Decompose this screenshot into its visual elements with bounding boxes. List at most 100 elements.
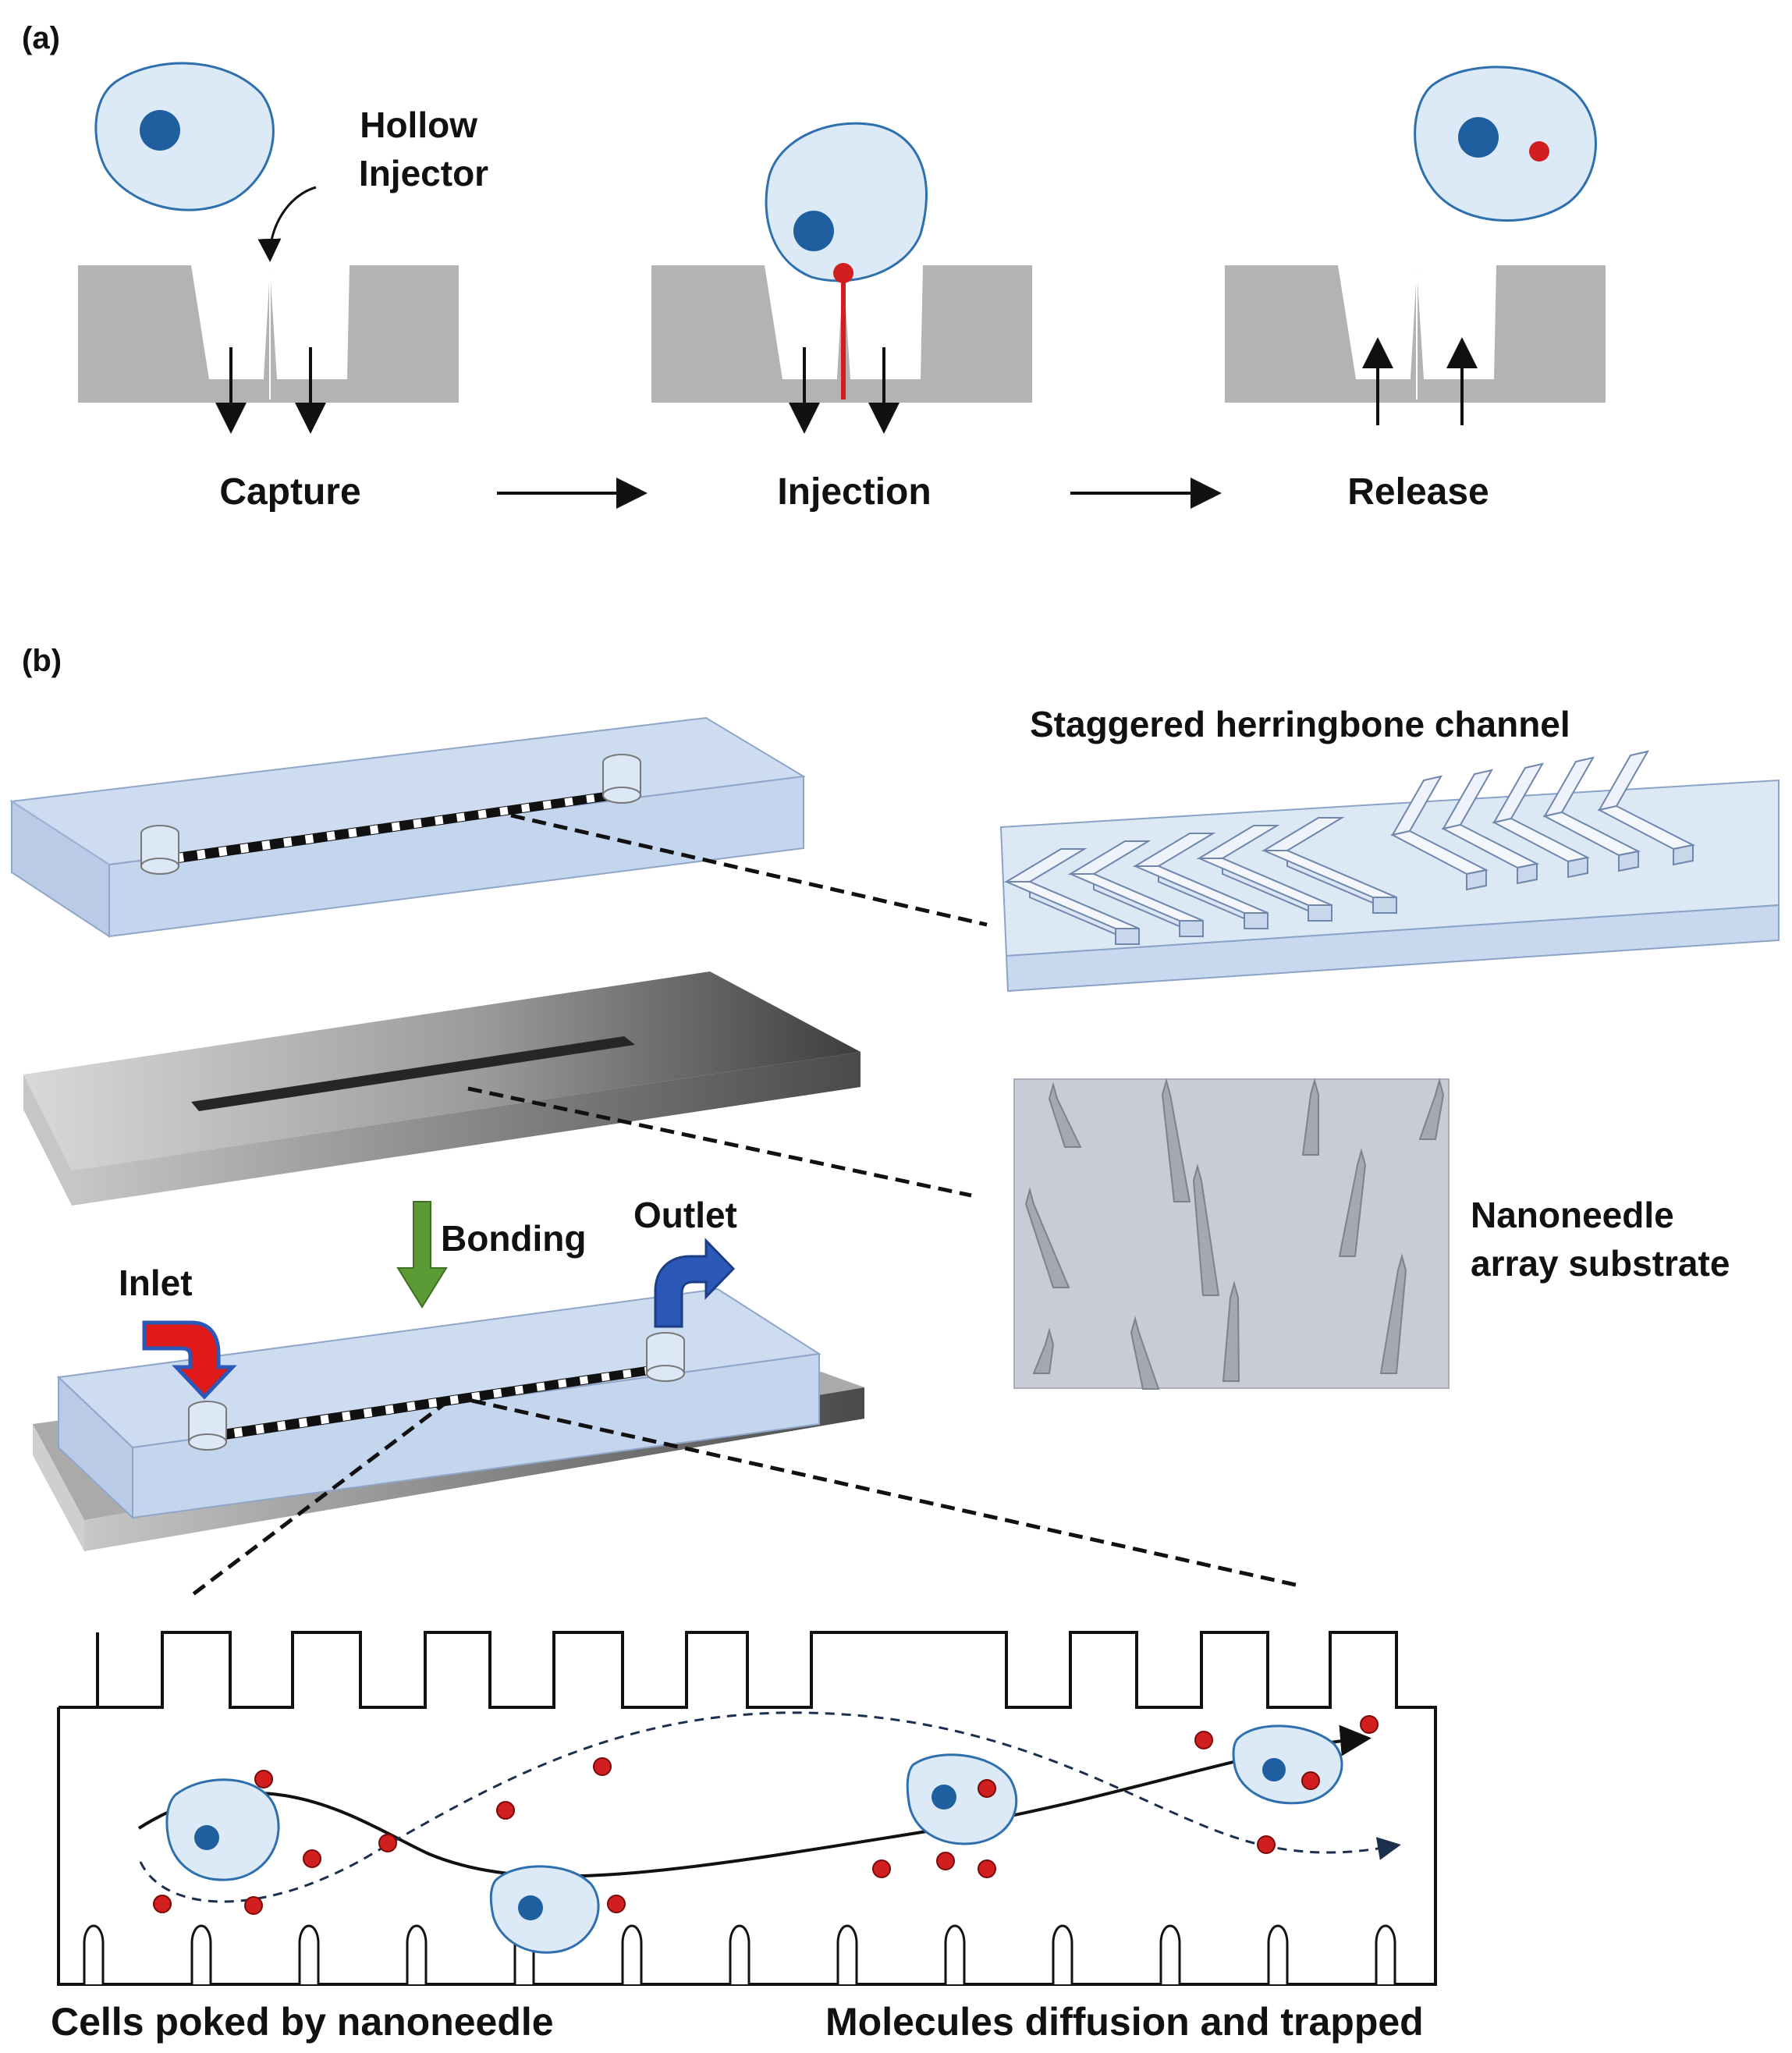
molecule: [153, 1895, 172, 1913]
bonding-label: Bonding: [441, 1218, 587, 1259]
molecule: [303, 1849, 321, 1868]
bonded-inlet-port: [188, 1401, 227, 1451]
molecule: [872, 1859, 891, 1878]
herringbone-rib: [1003, 848, 1140, 946]
bonded-outlet-port: [646, 1332, 685, 1382]
cross-section-outline: [57, 1631, 1437, 1986]
caption-cells-poked: Cells poked by nanoneedle: [51, 2000, 554, 2044]
hollow-label-line1: Hollow: [360, 105, 477, 145]
molecule: [378, 1834, 397, 1852]
release-molecule: [1529, 141, 1549, 162]
nanoneedle-label: Nanoneedle array substrate: [1471, 1195, 1730, 1284]
herringbone-rib: [1196, 825, 1332, 922]
panel-a-label: (a): [22, 21, 60, 55]
cross-section-nanoneedle: [298, 1924, 320, 1984]
cell-2: [489, 1865, 600, 1954]
herringbone-zoom-line: [510, 813, 988, 927]
nanoneedle: [1048, 1082, 1082, 1148]
nanoneedle: [1024, 1187, 1070, 1288]
herringbone-rib: [1132, 833, 1269, 930]
step-injection-label: Injection: [777, 471, 931, 513]
cross-section-nanoneedle: [729, 1924, 751, 1984]
molecule: [593, 1757, 612, 1776]
herringbone-rib: [1067, 840, 1204, 938]
herringbone-rib: [1597, 750, 1696, 866]
herringbone-rib: [1542, 756, 1641, 872]
capture-nucleus: [140, 110, 180, 151]
nanoneedle: [1222, 1280, 1240, 1382]
cross-section-nanoneedle: [190, 1924, 212, 1984]
panel-b-label: (b): [22, 644, 62, 678]
molecule: [607, 1895, 626, 1913]
channel-cross-section: [57, 1631, 1437, 1986]
cross-section-nanoneedle: [1267, 1924, 1289, 1984]
pdms-chip: [9, 716, 806, 938]
hollow-label-line2: Injector: [359, 153, 488, 194]
nanoneedle-zoom-line: [467, 1086, 972, 1198]
nanoneedle-label-line1: Nanoneedle: [1471, 1195, 1674, 1235]
inlet-label: Inlet: [119, 1263, 193, 1303]
step-release-label: Release: [1347, 471, 1489, 513]
herringbone-channel-illustration: Staggered herringbone channel: [999, 704, 1780, 993]
cell-4-nucleus: [1262, 1758, 1286, 1781]
molecule: [936, 1852, 955, 1870]
top-outlet-port: [602, 754, 641, 804]
silicon-chip: [23, 971, 861, 1206]
cell-1-nucleus: [194, 1825, 219, 1850]
nanoneedle: [1192, 1163, 1220, 1296]
cross-section-nanoneedle: [1375, 1924, 1396, 1984]
step-capture-label: Capture: [219, 471, 360, 513]
herringbone-rib: [1492, 762, 1591, 879]
molecule: [1257, 1835, 1276, 1854]
cross-section-nanoneedles: [83, 1924, 1396, 1984]
herringbone-title: Staggered herringbone channel: [1030, 704, 1570, 744]
cross-section-nanoneedle: [83, 1924, 105, 1984]
callout-arrow: [257, 186, 317, 262]
release-nucleus: [1458, 117, 1499, 158]
molecule: [244, 1896, 263, 1915]
herringbone-rib: [1441, 769, 1540, 885]
cell-1: [165, 1778, 280, 1881]
cross-section-nanoneedle: [1159, 1924, 1181, 1984]
inlet-arrow: [142, 1320, 237, 1400]
cell-4: [1232, 1724, 1343, 1805]
nanoneedle: [1301, 1078, 1319, 1156]
cell-3-nucleus: [931, 1785, 956, 1810]
cross-section-nanoneedle: [621, 1924, 643, 1984]
cross-section-nanoneedle: [836, 1924, 858, 1984]
capture-stage: Hollow Injector Capture: [78, 62, 488, 513]
silicon-channel: [191, 1036, 635, 1111]
top-inlet-port: [140, 825, 179, 875]
nanoneedle: [1418, 1078, 1445, 1140]
release-cell: [1414, 66, 1597, 222]
nanoneedle: [1130, 1316, 1160, 1390]
molecule: [978, 1859, 996, 1878]
bonded-device: [33, 1288, 864, 1551]
cross-section-zoom-line-left: [190, 1399, 450, 1597]
cell-3: [906, 1753, 1018, 1845]
hollow-injector-label: Hollow Injector: [359, 105, 488, 194]
herringbone-rib: [1390, 775, 1489, 891]
solid-flow-streamline: [137, 1724, 1372, 1878]
caption-molecules-diffusion: Molecules diffusion and trapped: [825, 2000, 1424, 2044]
nanoneedles: [1024, 1078, 1445, 1390]
cross-section-zoom-line-right: [471, 1398, 1300, 1588]
injection-cell: [765, 122, 928, 282]
bonding-arrow: [396, 1201, 448, 1309]
release-stage: Release: [1225, 66, 1606, 513]
molecule: [1360, 1715, 1379, 1734]
injection-molecule: [833, 263, 853, 283]
cross-section-nanoneedle: [1052, 1924, 1073, 1984]
capture-cell: [94, 62, 275, 211]
nanoneedle-array-image: [1013, 1078, 1450, 1390]
outlet-label: Outlet: [633, 1195, 737, 1235]
nanoneedle-label-line2: array substrate: [1471, 1243, 1730, 1284]
molecule: [1301, 1771, 1320, 1790]
dashed-flow-streamline: [139, 1711, 1401, 1903]
outlet-arrow: [654, 1238, 736, 1328]
nanoneedle: [1379, 1253, 1407, 1374]
cross-section-nanoneedle: [406, 1924, 428, 1984]
cross-section-nanoneedle: [944, 1924, 966, 1984]
molecule: [1194, 1731, 1213, 1749]
